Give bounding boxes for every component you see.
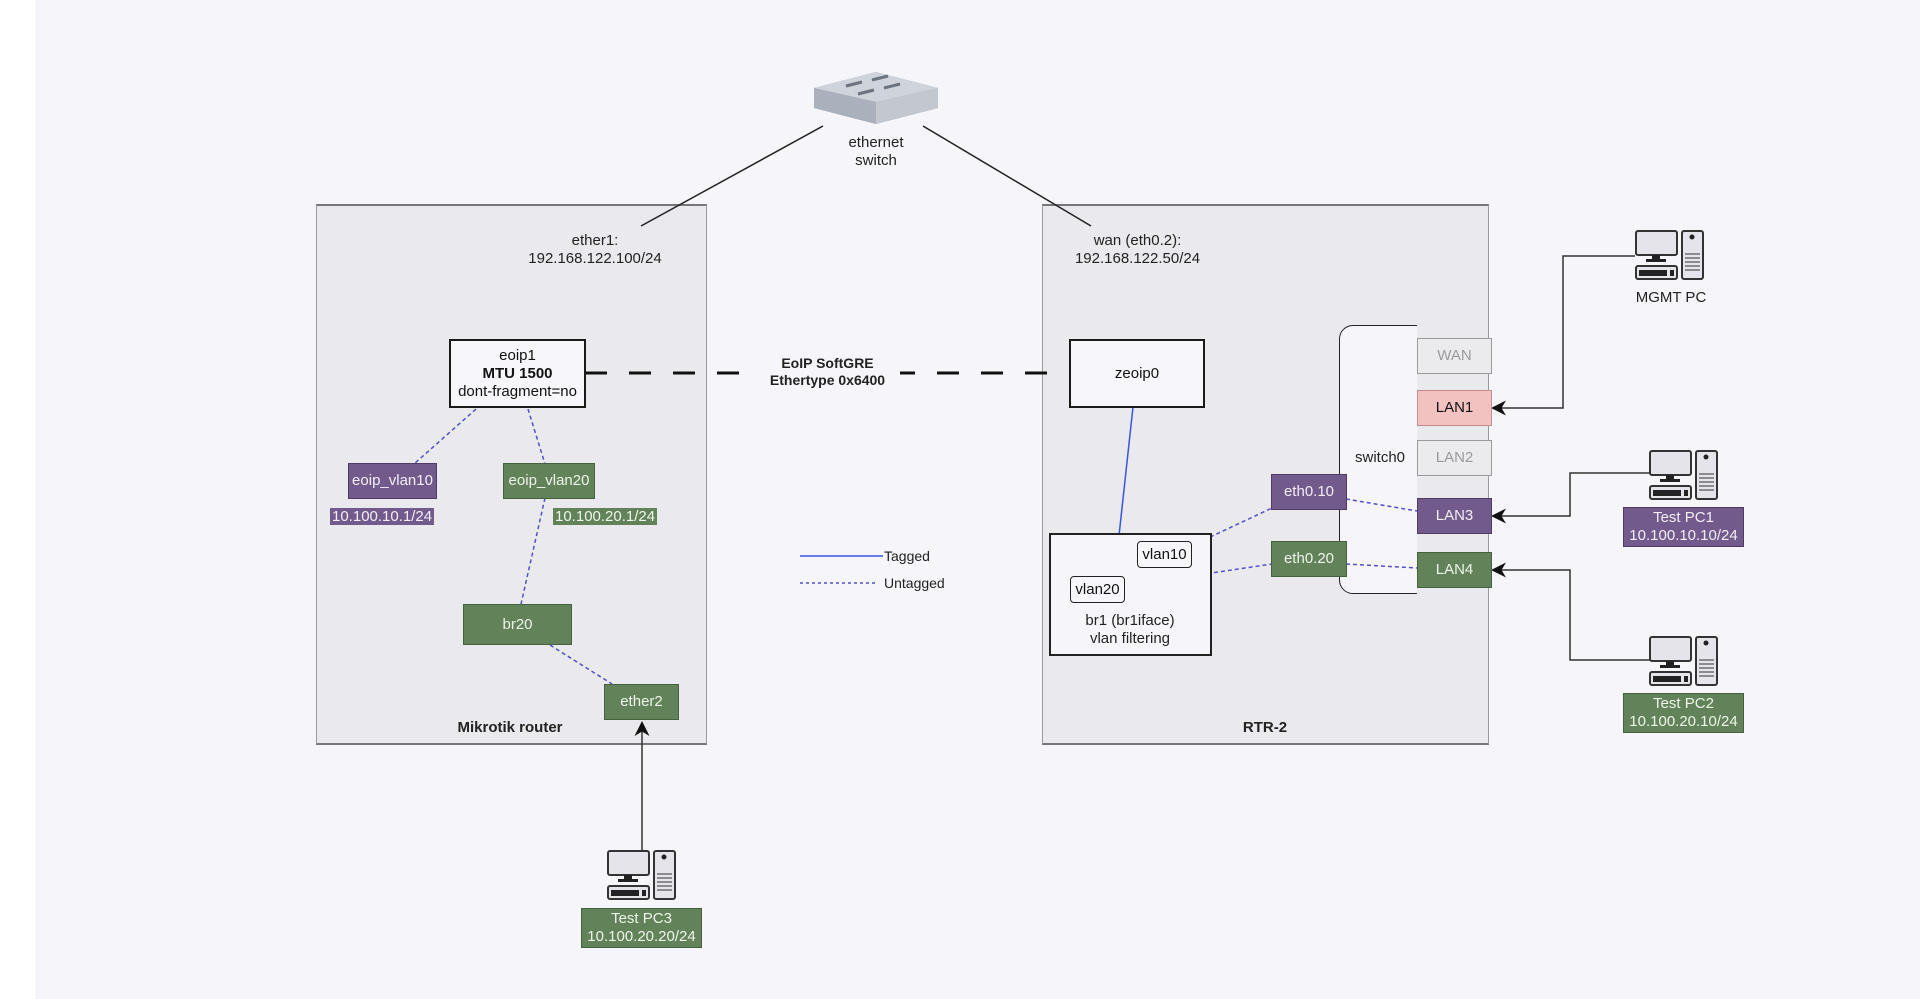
port-lan1[interactable]: LAN1 xyxy=(1417,390,1492,426)
ether2-node[interactable]: ether2 xyxy=(604,684,679,720)
ether1-label: ether1: 192.168.122.100/24 xyxy=(500,232,690,268)
link-br20-ether2 xyxy=(549,644,613,685)
wan-label: wan (eth0.2): 192.168.122.50/24 xyxy=(1065,232,1210,268)
legend-untagged: Untagged xyxy=(884,575,945,591)
link-zeoip-bridge xyxy=(1116,406,1134,555)
mgmt-pc-label: MGMT PC xyxy=(1635,289,1707,306)
ether1-name: ether1: xyxy=(571,232,619,249)
port-wan[interactable]: WAN xyxy=(1417,338,1492,374)
switch0-label: switch0 xyxy=(1354,449,1406,466)
pc2-name: Test PC2 xyxy=(1653,695,1714,712)
zeoip0-node[interactable]: zeoip0 xyxy=(1069,339,1205,408)
pc2-icon[interactable] xyxy=(1649,636,1719,688)
pc3-label: Test PC3 10.100.20.20/24 xyxy=(581,908,702,948)
pc1-name: Test PC1 xyxy=(1653,509,1714,526)
eoip-vlan20-ip: 10.100.20.1/24 xyxy=(553,508,658,525)
link-vlan20-br20 xyxy=(520,497,546,605)
eoip1-node[interactable]: eoip1 MTU 1500 dont-fragment=no xyxy=(449,339,586,408)
link-eth020-lan4 xyxy=(1345,563,1418,569)
link-eoip-vlan20 xyxy=(527,408,546,465)
legend-tagged: Tagged xyxy=(884,548,930,564)
br20-node[interactable]: br20 xyxy=(463,604,572,645)
br1-label: br1 (br1iface) vlan filtering xyxy=(1060,612,1200,648)
tunnel-label-line1: EoIP SoftGRE xyxy=(781,355,874,371)
port-lan3[interactable]: LAN3 xyxy=(1417,498,1492,534)
pc2-label: Test PC2 10.100.20.10/24 xyxy=(1623,693,1744,733)
vlan10-port[interactable]: vlan10 xyxy=(1137,541,1192,568)
eoip-vlan20-node[interactable]: eoip_vlan20 xyxy=(503,463,595,499)
port-lan4[interactable]: LAN4 xyxy=(1417,552,1492,588)
link-mgmt-lan1 xyxy=(1491,255,1635,416)
switch-label: ethernet switch xyxy=(826,134,926,170)
link-switch-ether1 xyxy=(640,125,824,227)
pc1-ip: 10.100.10.10/24 xyxy=(1629,527,1738,544)
eoip1-mtu: MTU 1500 xyxy=(482,364,553,382)
wan-name: wan (eth0.2): xyxy=(1093,232,1182,249)
switch-label-line1: ethernet xyxy=(848,134,904,151)
ether1-ip: 192.168.122.100/24 xyxy=(528,250,662,267)
pc3-name: Test PC3 xyxy=(611,910,672,927)
link-pc1-lan3 xyxy=(1491,472,1650,524)
mikrotik-title: Mikrotik router xyxy=(457,719,563,736)
link-eth010-lan3 xyxy=(1345,498,1418,512)
br1-label-line1: br1 (br1iface) xyxy=(1085,612,1175,629)
tunnel-label: EoIP SoftGRE Ethertype 0x6400 xyxy=(755,355,900,389)
pc1-icon[interactable] xyxy=(1649,450,1719,502)
eth020-node[interactable]: eth0.20 xyxy=(1271,541,1347,577)
tunnel-label-line2: Ethertype 0x6400 xyxy=(769,372,886,388)
eoip1-option: dont-fragment=no xyxy=(458,382,577,400)
link-switch-wan xyxy=(922,125,1092,227)
vlan20-port[interactable]: vlan20 xyxy=(1070,576,1125,603)
pc3-ip: 10.100.20.20/24 xyxy=(587,928,696,945)
br1-label-line2: vlan filtering xyxy=(1089,630,1171,647)
eoip1-name: eoip1 xyxy=(499,346,536,364)
link-pc2-lan4 xyxy=(1491,562,1650,661)
switch-label-line2: switch xyxy=(855,152,897,169)
link-eoip-vlan10 xyxy=(413,408,477,465)
pc2-ip: 10.100.20.10/24 xyxy=(1629,713,1738,730)
rtr2-title: RTR-2 xyxy=(1242,719,1288,736)
pc3-icon[interactable] xyxy=(607,850,677,902)
ethernet-switch-icon xyxy=(812,68,940,128)
port-lan2[interactable]: LAN2 xyxy=(1417,440,1492,476)
wan-ip: 192.168.122.50/24 xyxy=(1074,250,1201,267)
eth010-node[interactable]: eth0.10 xyxy=(1271,474,1347,510)
eoip-vlan10-node[interactable]: eoip_vlan10 xyxy=(348,463,437,499)
pc1-label: Test PC1 10.100.10.10/24 xyxy=(1623,507,1744,547)
mgmt-pc-icon[interactable] xyxy=(1635,230,1705,282)
eoip-vlan10-ip: 10.100.10.1/24 xyxy=(330,508,435,525)
switch0-container xyxy=(1339,325,1429,594)
